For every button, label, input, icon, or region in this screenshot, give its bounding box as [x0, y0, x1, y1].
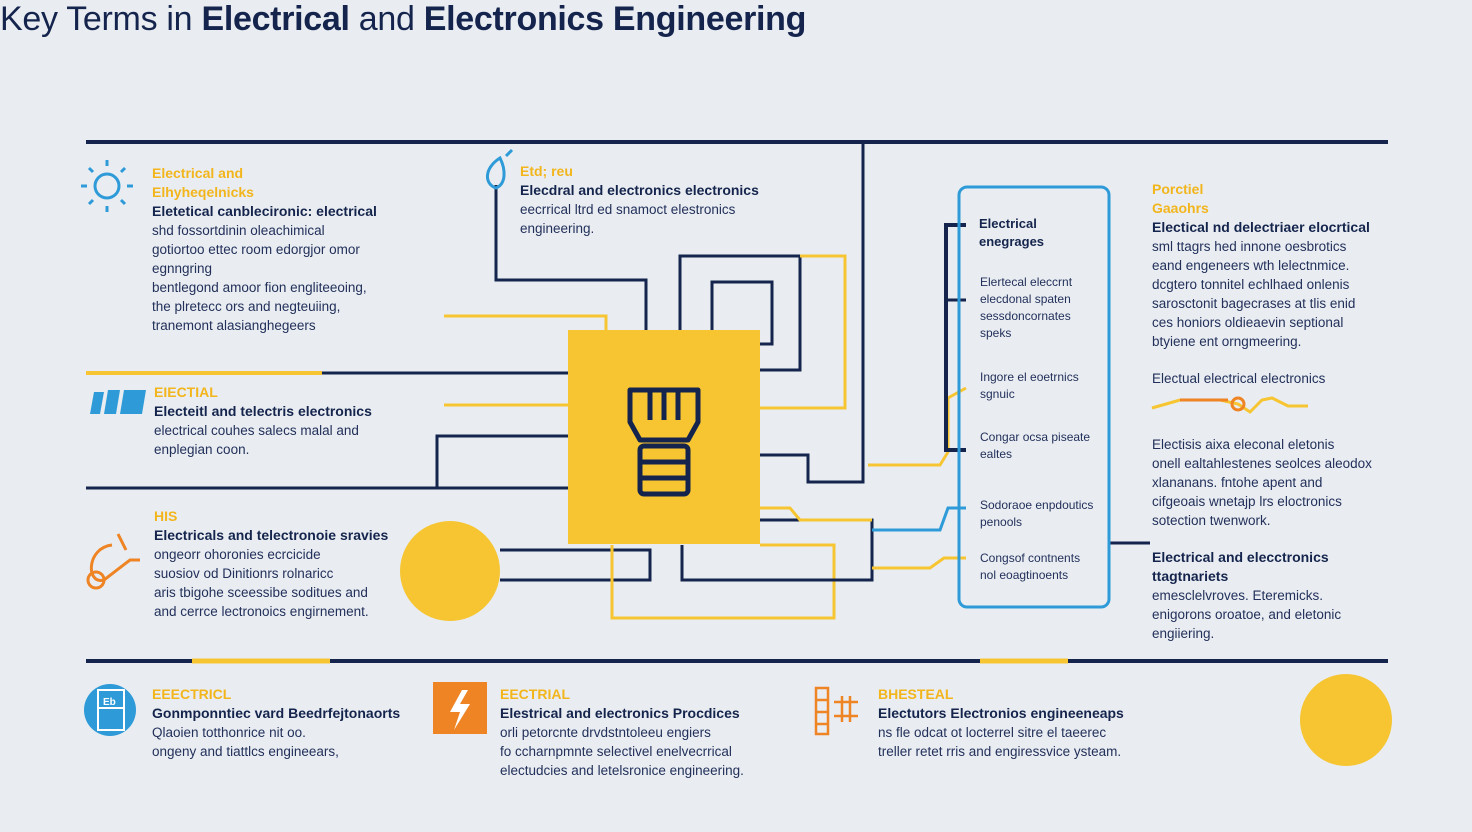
panel-title: Electrical enegrages [979, 216, 1045, 249]
panel-item: Ingore el eoetrnics sgnuic [980, 370, 1079, 401]
block-subheading: Electeitl and telectris electronics [154, 403, 372, 419]
wire [760, 506, 872, 522]
yellow-circle [1300, 674, 1392, 766]
left-block-2: EIECTIAL Electeitl and telectris electro… [154, 383, 444, 459]
wire [868, 386, 967, 467]
right-block-4: Electrical and elecctronics ttagtnariets… [1152, 548, 1388, 643]
terms-panel-frame [957, 185, 1111, 609]
bottom-block-1: EEECTRICL Gonmponntiec vard Beedrfejtona… [152, 685, 422, 761]
wire [610, 543, 836, 620]
block-heading: EIECTIAL [154, 384, 218, 400]
panel-item: Sodoraoe enpdoutics penools [980, 498, 1094, 529]
panel-item: Congar ocsa piseate ealtes [980, 430, 1091, 461]
block-body: electrical couhes salecs malal and enple… [154, 423, 359, 457]
block-body: Qlaoien totthonrice nit oo. ongeny and t… [152, 725, 339, 759]
wire [444, 314, 608, 330]
svg-text:Eb: Eb [103, 697, 116, 708]
yellow-circle [400, 521, 500, 621]
chip-circle-icon: Eb [84, 684, 136, 736]
bottom-block-3: BHESTEAL Electutors Electronios engineen… [878, 685, 1168, 761]
block-heading: Etd; reu [520, 163, 573, 179]
bulb-socket-icon [627, 387, 701, 497]
wire [710, 280, 774, 346]
block-subheading: Electricals and telectronoie sravies [154, 527, 389, 543]
wire [872, 506, 966, 532]
block-body: orli petorcnte drvdstntoleeu engiers fo … [500, 725, 744, 778]
wire [760, 254, 847, 410]
panel-item: Elertecal eleccrnt elecdonal spaten sess… [980, 275, 1073, 340]
block-subheading: Electrical and elecctronics ttagtnariets [1152, 549, 1329, 584]
chip-icon [568, 330, 760, 544]
left-block-1: Electrical and Elhyheqelnicks Eletetical… [152, 164, 442, 335]
block-subheading: Elestrical and electronics Procdices [500, 705, 740, 721]
wire [500, 548, 652, 582]
block-heading: BHESTEAL [878, 686, 954, 702]
top-center-block: Etd; reu Elecdral and electronics electr… [520, 162, 810, 238]
battery-bars-icon [90, 390, 146, 414]
wire [944, 223, 966, 452]
block-heading: EEECTRICL [152, 686, 232, 702]
block-heading: HIS [154, 508, 178, 524]
wire [872, 556, 966, 570]
block-subheading: Electutors Electronios engineeneaps [878, 705, 1124, 721]
right-block-1: Porctiel Gaaohrs Electical nd delectriae… [1152, 180, 1388, 351]
resistor-icon [1151, 396, 1308, 414]
wire [435, 434, 568, 488]
wire [760, 142, 865, 484]
block-body: ns fle odcat ot locterrel sitre el taeer… [878, 725, 1122, 759]
right-block-3: Electisis aixa eleconal eletonis onell e… [1152, 437, 1372, 528]
block-body: eecrrical ltrd ed snamoct elestronics en… [520, 202, 736, 236]
plug-cable-icon [86, 533, 140, 590]
right-block-2-label: Electual electrical electronics [1152, 371, 1326, 386]
block-body: ongeorr ohoronies ecrcicide suosiov od D… [154, 547, 369, 619]
block-subheading: Eletetical canblecironic: electrical [152, 203, 377, 219]
block-heading: Porctiel Gaaohrs [1152, 181, 1209, 216]
block-subheading: Electical nd delectriaer elocrtical [1152, 219, 1370, 235]
bolt-icon [433, 682, 487, 734]
wire [494, 185, 648, 330]
block-body: emesclelvroves. Eteremicks. enigorons or… [1152, 588, 1342, 641]
lamp-icon [486, 148, 514, 190]
block-body: shd fossortdinin oleachimical gotiortoo … [152, 223, 367, 333]
block-body: sml ttagrs hed innone oesbrotics eand en… [1152, 239, 1356, 349]
block-subheading: Gonmponntiec vard Beedrfejtonaorts [152, 705, 401, 721]
left-block-3: HIS Electricals and telectronoie sravies… [154, 507, 444, 621]
ladder-icon [814, 686, 858, 736]
panel-item: Congsof contnents nol eoagtinoents [980, 551, 1081, 582]
page-title: Key Terms in Electrical and Electronics … [0, 0, 807, 38]
block-subheading: Elecdral and electronics electronics [520, 182, 759, 198]
sun-icon [81, 160, 133, 212]
block-heading: Electrical and Elhyheqelnicks [152, 165, 254, 200]
bottom-block-2: EECTRIAL Elestrical and electronics Proc… [500, 685, 800, 780]
block-heading: EECTRIAL [500, 686, 570, 702]
